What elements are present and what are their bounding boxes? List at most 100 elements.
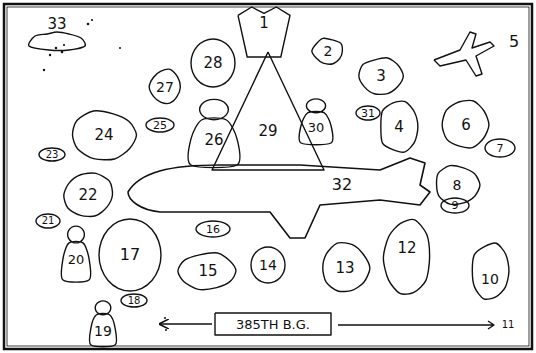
- figure-outline: [236, 5, 292, 57]
- callout-oval: 18: [120, 293, 148, 308]
- callout-number: 29: [258, 124, 277, 139]
- callout-oval: [36, 214, 60, 228]
- figure-outline: 12: [380, 215, 434, 301]
- callout-number: 1: [259, 16, 269, 31]
- figure-outline: 20: [62, 225, 90, 281]
- callout-number: 30: [308, 121, 325, 134]
- callout-number: 32: [332, 177, 352, 193]
- callout-number: 13: [335, 261, 354, 276]
- callout-number: 8: [453, 178, 462, 192]
- callout-number: 22: [78, 188, 97, 203]
- callout-oval: [485, 139, 515, 157]
- figure-outline: [178, 253, 236, 290]
- callout-oval: [146, 118, 174, 132]
- callout-number: 18: [128, 296, 141, 306]
- callout-oval: 31: [355, 105, 381, 121]
- figure-outline: [312, 38, 343, 64]
- figure-outline: 10: [468, 240, 512, 302]
- callout-number: 24: [94, 128, 113, 143]
- callout-number: 26: [204, 133, 223, 148]
- figure-outline: [64, 173, 113, 216]
- callout-number: 16: [206, 224, 220, 235]
- figure-outline: 1: [236, 5, 292, 57]
- figure-outline: 28: [190, 38, 236, 88]
- figure-outline: [442, 100, 489, 147]
- callout-oval: [196, 221, 230, 237]
- pointer-line: [160, 323, 212, 325]
- figure-outline: [149, 69, 180, 103]
- figure-outline: [72, 111, 136, 160]
- figure-outline: 22: [60, 170, 116, 220]
- figure-outline: 3: [357, 55, 405, 97]
- aircraft-outline: [128, 158, 430, 238]
- callout-number: 21: [42, 216, 55, 226]
- figure-outline: [90, 300, 116, 346]
- aircraft-silhouette: [434, 32, 494, 76]
- figure-outline: 24: [68, 108, 140, 162]
- callout-number: 6: [461, 118, 471, 133]
- figure-outline: 19: [90, 300, 116, 346]
- callout-number: 3: [376, 69, 386, 84]
- figure-outline: 15: [175, 250, 241, 292]
- callout-number: 31: [361, 108, 375, 119]
- leader-line: 11: [336, 315, 522, 335]
- figure-outline: [212, 52, 324, 170]
- callout-oval: [441, 198, 469, 213]
- callout-number: 9: [452, 200, 459, 211]
- callout-oval: 16: [195, 220, 231, 238]
- figure-outline: [323, 243, 370, 292]
- callout-number: 12: [397, 241, 416, 256]
- callout-number: 23: [46, 150, 59, 160]
- callout-number: 7: [497, 143, 504, 154]
- figure-outline: [468, 240, 512, 302]
- cloud-outline: 33: [25, 12, 89, 52]
- figure-outline: 6: [440, 98, 492, 152]
- figure-outline: 14: [250, 246, 286, 284]
- figure-outline: [359, 58, 403, 95]
- aircraft-silhouette: 5: [430, 26, 526, 86]
- figure-outline: 13: [318, 240, 372, 296]
- callout-number: 385TH B.G.: [236, 318, 310, 331]
- callout-oval: 21: [35, 213, 61, 229]
- callout-number: 28: [203, 56, 222, 71]
- frame-border-inner: [7, 7, 529, 346]
- figure-outline: [188, 99, 240, 167]
- callout-oval: 9: [440, 197, 470, 214]
- cloud-outline: [29, 32, 86, 50]
- frame-border: [4, 4, 532, 349]
- figure-outline: [191, 39, 235, 87]
- aircraft-outline: 32: [120, 130, 440, 250]
- caption-box: [215, 313, 331, 335]
- figure-outline: 2: [310, 36, 346, 66]
- callout-number: 15: [198, 264, 217, 279]
- figure-outline: [472, 243, 509, 299]
- figure-outline: 30: [300, 98, 332, 144]
- callout-oval: 7: [484, 138, 516, 158]
- figure-outline: [251, 247, 285, 283]
- caption-box: 385TH B.G.: [215, 313, 331, 335]
- callout-number: 20: [68, 253, 85, 266]
- figure-outline: [299, 99, 333, 145]
- leader-line: [338, 321, 494, 329]
- callout-number: 33: [47, 17, 66, 32]
- callout-number: 2: [324, 44, 333, 58]
- callout-number: 27: [156, 80, 174, 94]
- figure-outline: 27: [147, 67, 183, 107]
- leader-line: [336, 315, 522, 335]
- callout-oval: [121, 294, 147, 307]
- figure-outline: [61, 226, 90, 282]
- figure-outline: 29: [212, 52, 324, 170]
- figure-outline: [381, 101, 418, 152]
- callout-number: 17: [120, 247, 140, 263]
- callout-number: 4: [394, 120, 404, 135]
- figure-outline: [238, 7, 290, 57]
- figure-outline: [99, 219, 161, 291]
- callout-number: 19: [94, 324, 112, 338]
- figure-outline: 4: [377, 98, 421, 156]
- callout-oval: 25: [145, 117, 175, 133]
- figure-outline: [89, 301, 116, 347]
- callout-number: 5: [509, 34, 519, 50]
- callout-oval: 23: [38, 147, 66, 162]
- callout-oval: [39, 148, 65, 161]
- aircraft-outline: [120, 130, 440, 250]
